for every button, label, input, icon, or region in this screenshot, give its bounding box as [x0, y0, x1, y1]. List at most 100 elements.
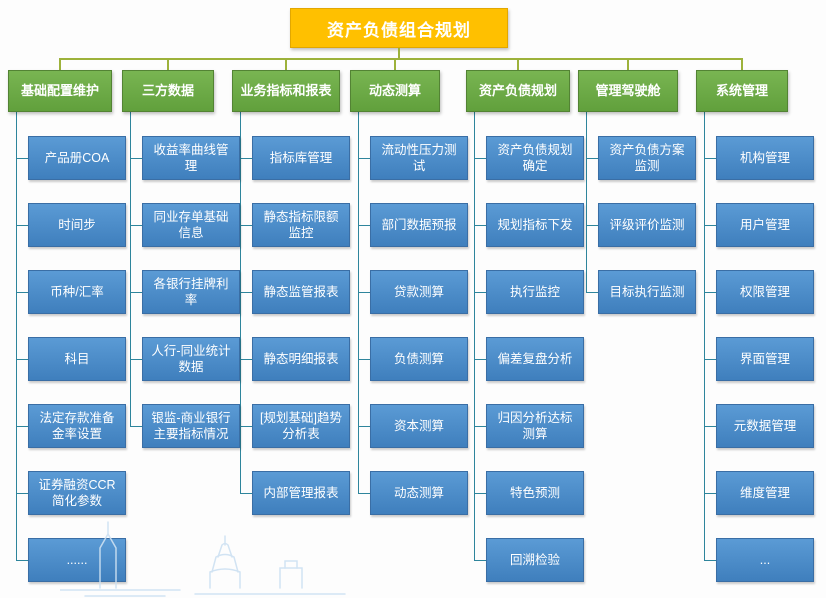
connector-line — [474, 292, 486, 293]
item-node: [规划基础]趋势分析表 — [252, 404, 350, 448]
item-node: 时间步 — [28, 203, 126, 247]
connector-line — [474, 359, 486, 360]
connector-line — [16, 112, 17, 560]
connector-line — [358, 493, 370, 494]
connector-line — [586, 112, 587, 292]
connector-line — [474, 158, 486, 159]
item-node: 回溯检验 — [486, 538, 584, 582]
item-node: 评级评价监测 — [598, 203, 696, 247]
category-node-3: 动态测算 — [350, 70, 440, 112]
connector-line — [398, 48, 400, 60]
item-node: 币种/汇率 — [28, 270, 126, 314]
connector-line — [517, 58, 519, 70]
item-node: 界面管理 — [716, 337, 814, 381]
connector-line — [285, 58, 287, 70]
connector-line — [240, 158, 252, 159]
item-node: 流动性压力测试 — [370, 136, 468, 180]
item-node: 动态测算 — [370, 471, 468, 515]
category-node-0: 基础配置维护 — [8, 70, 112, 112]
connector-line — [130, 112, 131, 426]
category-node-6: 系统管理 — [696, 70, 788, 112]
item-node: 执行监控 — [486, 270, 584, 314]
item-node: 同业存单基础信息 — [142, 203, 240, 247]
connector-line — [16, 225, 28, 226]
connector-line — [240, 426, 252, 427]
item-node: 特色预测 — [486, 471, 584, 515]
connector-line — [240, 225, 252, 226]
category-node-2: 业务指标和报表 — [232, 70, 340, 112]
item-node: 证券融资CCR简化参数 — [28, 471, 126, 515]
item-node: 贷款测算 — [370, 270, 468, 314]
item-node: 产品册COA — [28, 136, 126, 180]
connector-line — [358, 225, 370, 226]
connector-line — [704, 158, 716, 159]
item-node: 目标执行监测 — [598, 270, 696, 314]
item-node: 用户管理 — [716, 203, 814, 247]
connector-line — [704, 225, 716, 226]
item-node: 资本测算 — [370, 404, 468, 448]
connector-line — [358, 426, 370, 427]
connector-line — [240, 112, 241, 493]
connector-line — [741, 58, 743, 70]
connector-line — [358, 292, 370, 293]
item-node: 维度管理 — [716, 471, 814, 515]
item-node: 科目 — [28, 337, 126, 381]
connector-line — [16, 560, 28, 561]
item-node: 内部管理报表 — [252, 471, 350, 515]
connector-line — [130, 292, 142, 293]
connector-line — [704, 112, 705, 560]
connector-line — [358, 158, 370, 159]
connector-line — [704, 359, 716, 360]
connector-line — [474, 112, 475, 560]
item-node: ... — [716, 538, 814, 582]
connector-line — [474, 493, 486, 494]
connector-line — [704, 426, 716, 427]
item-node: 资产负债规划确定 — [486, 136, 584, 180]
connector-line — [474, 426, 486, 427]
connector-line — [130, 426, 142, 427]
item-node: 资产负债方案监测 — [598, 136, 696, 180]
connector-line — [704, 493, 716, 494]
item-node: 归因分析达标测算 — [486, 404, 584, 448]
item-node: 元数据管理 — [716, 404, 814, 448]
connector-line — [474, 225, 486, 226]
item-node: 偏差复盘分析 — [486, 337, 584, 381]
connector-line — [130, 359, 142, 360]
item-node: 静态明细报表 — [252, 337, 350, 381]
item-node: 静态指标限额监控 — [252, 203, 350, 247]
connector-line — [16, 158, 28, 159]
connector-line — [240, 359, 252, 360]
category-node-4: 资产负债规划 — [466, 70, 570, 112]
connector-line — [130, 158, 142, 159]
item-node: 规划指标下发 — [486, 203, 584, 247]
connector-line — [704, 292, 716, 293]
connector-line — [586, 292, 598, 293]
root-node: 资产负债组合规划 — [290, 8, 508, 48]
connector-line — [240, 493, 252, 494]
connector-line — [394, 58, 396, 70]
connector-line — [16, 426, 28, 427]
item-node: 银监-商业银行主要指标情况 — [142, 404, 240, 448]
connector-line — [167, 58, 169, 70]
connector-line — [130, 225, 142, 226]
connector-line — [16, 292, 28, 293]
item-node: ...... — [28, 538, 126, 582]
connector-line — [59, 58, 61, 70]
connector-line — [358, 112, 359, 493]
item-node: 权限管理 — [716, 270, 814, 314]
category-node-1: 三方数据 — [122, 70, 214, 112]
connector-line — [60, 58, 742, 60]
item-node: 指标库管理 — [252, 136, 350, 180]
connector-line — [704, 560, 716, 561]
item-node: 部门数据预报 — [370, 203, 468, 247]
connector-line — [358, 359, 370, 360]
item-node: 静态监管报表 — [252, 270, 350, 314]
item-node: 负债测算 — [370, 337, 468, 381]
connector-line — [627, 58, 629, 70]
connector-line — [474, 560, 486, 561]
connector-line — [16, 493, 28, 494]
item-node: 机构管理 — [716, 136, 814, 180]
item-node: 各银行挂牌利率 — [142, 270, 240, 314]
item-node: 收益率曲线管理 — [142, 136, 240, 180]
